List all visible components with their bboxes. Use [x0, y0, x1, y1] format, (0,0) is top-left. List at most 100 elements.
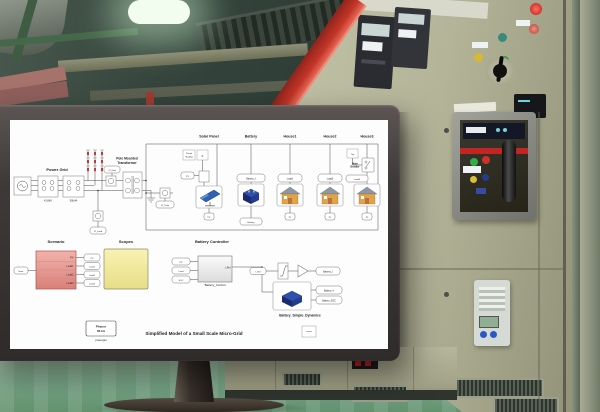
svg-text:Load1: Load1	[287, 178, 294, 180]
breaker-on-button[interactable]	[470, 158, 478, 166]
controller-label: Battery Controller	[195, 239, 229, 244]
scenario-block[interactable]: PV Load1 Load2 Load3	[35, 250, 77, 290]
battery-goto-tag[interactable]: Battery	[239, 217, 263, 226]
red-pilot-light[interactable]	[530, 3, 542, 15]
svg-text:P2: P2	[329, 217, 332, 219]
house2-block[interactable]	[316, 183, 344, 207]
meter-readout	[362, 41, 383, 52]
svg-text:SOC: SOC	[179, 280, 184, 282]
main-breaker-label-1: Main	[352, 163, 358, 166]
gain-block[interactable]	[297, 264, 309, 278]
svg-text:Trip: Trip	[351, 153, 355, 156]
relay-lcd	[479, 316, 499, 328]
house1-goto-tag[interactable]: P1	[284, 212, 296, 221]
model-note-box[interactable]	[301, 325, 317, 338]
svg-text:PV: PV	[180, 262, 183, 264]
label-chip	[516, 20, 530, 26]
battery-from-tag[interactable]: Battery_I	[236, 173, 266, 183]
powergui-block[interactable]: Phasor 60 Hz	[85, 320, 117, 337]
partial-shading-block[interactable]: Partial Shading	[182, 149, 196, 161]
grid-measurement-block[interactable]	[105, 175, 117, 187]
battery-i-goto-tag[interactable]: Battery_I	[315, 266, 341, 276]
scenario-goto-tag-4[interactable]: Load3	[83, 279, 101, 287]
scenario-goto-tag-1[interactable]: PV	[83, 253, 101, 262]
solar-from-tag[interactable]: PV	[180, 171, 195, 180]
battery-control-block[interactable]: I_Ref	[197, 255, 233, 283]
house1-block[interactable]	[276, 183, 304, 207]
red-pushbutton[interactable]	[529, 24, 539, 34]
red-switch	[365, 358, 371, 366]
solar-converter-block[interactable]	[198, 170, 210, 183]
svg-text:PV: PV	[70, 257, 74, 260]
trip-display[interactable]: Trip	[346, 148, 359, 159]
svg-text:60 Hz: 60 Hz	[97, 329, 106, 333]
svg-text:Battery_I: Battery_I	[246, 177, 256, 180]
shading-display[interactable]: 0	[196, 149, 209, 161]
monitor-screen: Power Grid 4.16kV 50kVA	[10, 120, 388, 349]
house2-goto-tag[interactable]: P2	[324, 212, 336, 221]
grid-measurement-tag[interactable]: VI_Grid	[103, 165, 121, 174]
saturation-block[interactable]	[277, 262, 289, 280]
house3-goto-tag[interactable]: P3	[361, 212, 373, 221]
house2-from-tag[interactable]: Load2	[317, 173, 343, 183]
transformer-block[interactable]	[122, 171, 143, 199]
power-grid-label: Power Grid	[46, 167, 68, 172]
solar-goto-tag[interactable]: PV	[203, 212, 215, 221]
house3-block[interactable]	[353, 183, 381, 207]
iref-from-tag[interactable]: I_Ref	[249, 267, 267, 275]
transformer-label-1: Pole Mounted	[116, 157, 138, 161]
svg-text:Load2: Load2	[67, 274, 75, 277]
cabinet-seam	[275, 347, 276, 390]
battery-block[interactable]	[237, 183, 265, 207]
load-measurement-tag[interactable]: VI_Load	[89, 226, 107, 235]
grid-block2-label: 50kVA	[70, 199, 78, 203]
rotary-switch-knob[interactable]	[493, 64, 507, 78]
house1-from-tag[interactable]: Load1	[277, 173, 303, 183]
scenario-goto-tag-2[interactable]: Load1	[83, 262, 101, 270]
cabinet-gap	[572, 0, 580, 412]
corner-shadow	[398, 112, 410, 412]
cabinet-seam	[538, 112, 540, 412]
yellow-indicator[interactable]	[470, 176, 477, 183]
grid-switch-block[interactable]	[62, 175, 85, 198]
controller-in-tag-1[interactable]: PV	[171, 257, 191, 266]
hour-from-tag[interactable]: Hour	[13, 266, 29, 275]
ac-source-block[interactable]	[13, 176, 32, 196]
relay-button[interactable]	[480, 331, 487, 338]
battery-v-tag[interactable]: Battery_V	[315, 285, 343, 295]
battery-control-label: Battery_Control	[205, 283, 226, 287]
door-hinge	[444, 292, 449, 297]
svg-text:Load3: Load3	[67, 282, 75, 285]
yellow-pushbutton[interactable]	[474, 53, 483, 62]
controller-in-tag-2[interactable]: Load	[171, 266, 191, 275]
battery-soc-tag[interactable]: Battery_SOC	[315, 295, 343, 305]
solar-panel-block[interactable]	[195, 185, 223, 209]
simulink-diagram: Power Grid 4.16kV 50kVA	[13, 135, 381, 342]
scopes-block[interactable]	[103, 248, 149, 290]
svg-text:Hour: Hour	[19, 270, 24, 273]
blue-indicator[interactable]	[482, 174, 489, 181]
relay-button[interactable]	[490, 331, 497, 338]
label-chip	[463, 166, 481, 173]
meter-readout	[398, 29, 417, 39]
teal-pushbutton[interactable]	[498, 33, 507, 42]
breaker-racking-handle[interactable]	[502, 140, 516, 202]
trafo-measurement-block[interactable]	[159, 187, 171, 199]
relay-led-rows	[479, 287, 505, 311]
load-measurement-block[interactable]	[92, 210, 104, 222]
scenario-goto-tag-3[interactable]: Load2	[83, 270, 101, 279]
grid-transformer-block[interactable]	[37, 175, 59, 198]
display-segment	[518, 100, 530, 102]
breaker-display-window	[463, 123, 525, 139]
fuse-indicators	[87, 152, 103, 172]
main-breaker-block[interactable]	[361, 157, 375, 173]
label-chip	[472, 42, 488, 48]
controller-in-tag-3[interactable]: SOC	[171, 275, 191, 284]
trafo-measurement-tag[interactable]: VI_Trafo	[155, 200, 175, 209]
house3-from-tag[interactable]: Load3	[345, 174, 369, 183]
svg-text:PV: PV	[208, 217, 211, 219]
battery-dynamics-block[interactable]	[272, 281, 312, 311]
breaker-off-button[interactable]	[482, 156, 490, 164]
scenario-label: Scenario	[48, 239, 65, 244]
